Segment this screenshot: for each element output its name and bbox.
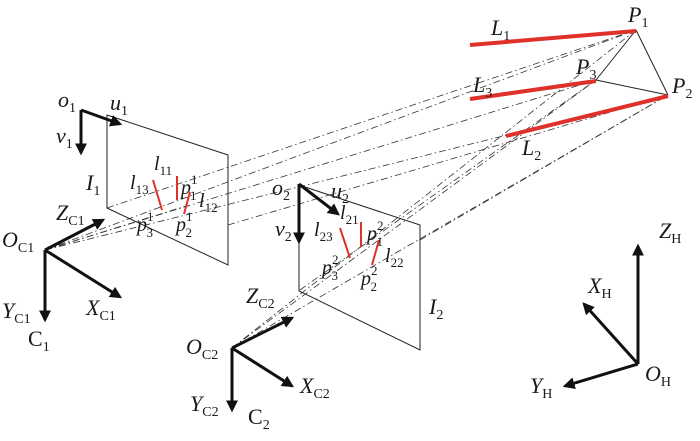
label-L3: L3 <box>472 72 492 101</box>
line-l23 <box>339 227 351 259</box>
labels: L1 L3 L2 P1 P3 P2 o1 u1 v1 I1 l11 l13 l1… <box>2 2 692 433</box>
label-XC2: XC2 <box>299 373 330 402</box>
label-L1: L1 <box>490 15 510 44</box>
label-XH: XH <box>587 273 612 302</box>
line-L2 <box>505 94 669 138</box>
label-I1: I1 <box>85 170 100 199</box>
camera-frame-c1 <box>39 218 123 323</box>
line-l13 <box>152 179 163 211</box>
edge-p1-p2 <box>635 29 669 96</box>
ray-c1-p3 <box>44 79 597 251</box>
line-L3 <box>469 79 597 101</box>
label-ZC2: ZC2 <box>246 283 275 312</box>
yh-axis-arrow <box>562 362 639 389</box>
label-YC2: YC2 <box>190 391 219 420</box>
label-L2: L2 <box>521 135 541 164</box>
ray-c2-p3 <box>231 79 597 349</box>
edge-p1-p3 <box>595 29 637 81</box>
label-ZC1: ZC1 <box>56 200 85 229</box>
zc2-axis-arrow <box>231 316 295 350</box>
label-o1: o1 <box>58 87 76 116</box>
point-triangle <box>595 29 669 96</box>
label-u2: u2 <box>331 178 349 207</box>
image-axes-1 <box>75 108 123 156</box>
label-OH: OH <box>645 361 671 390</box>
ray-i1-p1 <box>106 29 637 209</box>
line-l12 <box>183 191 191 215</box>
label-l12: l12 <box>199 190 218 215</box>
u2-axis-arrow <box>298 182 340 216</box>
image-plane-1 <box>106 114 229 266</box>
ray-c1-p1 <box>44 29 637 251</box>
label-YH: YH <box>530 373 552 402</box>
hand-frame-h <box>562 243 644 389</box>
ray-i1-p2 <box>227 94 669 226</box>
label-l23: l23 <box>314 219 333 244</box>
image-plane-1-border <box>106 114 229 266</box>
label-v2: v2 <box>275 216 292 245</box>
image-plane-2 <box>298 184 421 351</box>
feature-lines-3d <box>469 29 669 138</box>
line-L1 <box>469 29 637 47</box>
ray-c1-p1img <box>44 205 187 251</box>
u1-axis-arrow <box>80 108 123 127</box>
label-P3: P3 <box>575 54 596 83</box>
ray-c2-p1 <box>231 29 637 349</box>
label-P2: P2 <box>671 73 692 102</box>
label-I2: I2 <box>428 294 443 323</box>
label-o2: o2 <box>272 175 290 204</box>
label-C2: C2 <box>248 404 270 433</box>
label-C1: C1 <box>28 326 50 355</box>
label-l11: l11 <box>154 153 172 178</box>
label-OC1: OC1 <box>2 227 34 256</box>
label-XC1: XC1 <box>85 295 116 324</box>
camera-frame-c2 <box>226 316 295 413</box>
ray-i2-p2 <box>419 94 669 241</box>
line-l22 <box>371 239 380 266</box>
ray-i2-p3 <box>299 79 597 291</box>
image-plane-2-border <box>298 184 421 351</box>
label-YC1: YC1 <box>2 298 31 327</box>
label-u1: u1 <box>110 90 128 119</box>
label-ZH: ZH <box>659 218 681 247</box>
ray-c2-p2 <box>231 94 669 349</box>
zc1-axis-arrow <box>44 218 106 252</box>
xc2-axis-arrow <box>231 346 295 388</box>
xh-axis-arrow <box>582 302 640 366</box>
xc1-axis-arrow <box>44 248 123 299</box>
image-axes-2 <box>293 182 340 245</box>
label-P1: P1 <box>627 2 648 31</box>
label-l22: l22 <box>385 245 404 270</box>
label-l13: l13 <box>130 172 149 197</box>
ray-c1-p2 <box>44 94 669 251</box>
edge-p3-p2 <box>595 79 669 96</box>
label-OC2: OC2 <box>186 334 218 363</box>
label-l21: l21 <box>340 202 359 227</box>
label-v1: v1 <box>56 123 73 152</box>
